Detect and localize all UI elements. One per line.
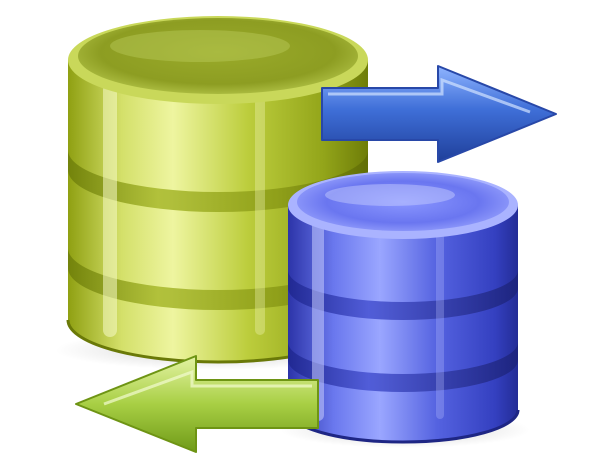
right-arrow-icon: [321, 65, 557, 163]
blue-database-icon: [286, 171, 520, 444]
left-arrow-icon: [75, 355, 319, 453]
